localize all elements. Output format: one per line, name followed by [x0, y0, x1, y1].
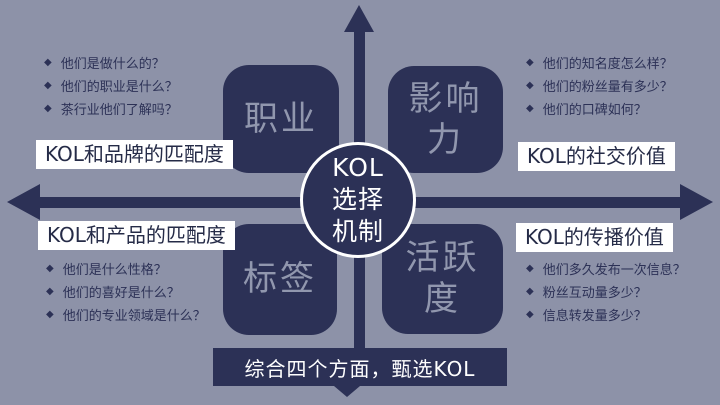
bullet-list-top-left: ◆ 他们是做什么的？ ◆ 他们的职业是什么？ ◆ 茶行业他们了解吗？ — [44, 51, 178, 120]
diamond-bullet-icon: ◆ — [44, 80, 52, 91]
bullet-item: ◆ 他们多久发布一次信息？ — [526, 257, 686, 280]
tile-influence-label-2: 力 — [427, 119, 464, 160]
tile-activity: 活跃 度 — [382, 224, 503, 334]
diamond-bullet-icon: ◆ — [526, 80, 534, 91]
bullet-item: ◆ 信息转发量多少？ — [526, 303, 686, 326]
center-title-line-1: KOL — [332, 153, 384, 182]
bullet-list-bottom-left: ◆ 他们是什么性格？ ◆ 他们的喜好是什么？ ◆ 他们的专业领域是什么？ — [46, 257, 206, 326]
diamond-bullet-icon: ◆ — [46, 309, 54, 320]
arrow-right-icon — [680, 184, 713, 220]
bullet-text: 他们的职业是什么？ — [60, 80, 178, 95]
bullet-item: ◆ 茶行业他们了解吗？ — [44, 97, 178, 120]
bullet-text: 他们的知名度怎么样？ — [542, 57, 673, 72]
diamond-bullet-icon: ◆ — [526, 57, 534, 68]
tile-activity-label: 活跃 — [405, 238, 480, 278]
footer-banner: 综合四个方面，甄选KOL — [213, 348, 507, 386]
bullet-item: ◆ 粉丝互动量多少？ — [526, 280, 686, 303]
tile-influence: 影响 力 — [388, 66, 503, 173]
diamond-bullet-icon: ◆ — [44, 103, 52, 114]
bullet-text: 信息转发量多少？ — [542, 309, 647, 324]
tile-occupation: 职业 — [223, 65, 339, 173]
bullet-text: 他们是做什么的？ — [60, 57, 165, 72]
diamond-bullet-icon: ◆ — [526, 286, 534, 297]
diamond-bullet-icon: ◆ — [44, 57, 52, 68]
bullet-item: ◆ 他们的专业领域是什么？ — [46, 303, 206, 326]
label-box-brand-match: KOL和品牌的匹配度 — [36, 140, 233, 169]
bullet-text: 粉丝互动量多少？ — [542, 286, 647, 301]
arrow-up-icon — [344, 5, 374, 32]
diamond-bullet-icon: ◆ — [526, 309, 534, 320]
bullet-item: ◆ 他们的喜好是什么？ — [46, 280, 206, 303]
bullet-text: 他们的口碑如何？ — [542, 103, 647, 118]
bullet-list-top-right: ◆ 他们的知名度怎么样？ ◆ 他们的粉丝量有多少？ ◆ 他们的口碑如何？ — [526, 51, 673, 120]
tile-influence-label: 影响 — [408, 78, 483, 119]
diamond-bullet-icon: ◆ — [526, 263, 534, 274]
diamond-bullet-icon: ◆ — [526, 103, 534, 114]
center-title-line-3: 机制 — [331, 217, 384, 246]
bullet-text: 茶行业他们了解吗？ — [60, 103, 178, 118]
bullet-list-bottom-right: ◆ 他们多久发布一次信息？ ◆ 粉丝互动量多少？ ◆ 信息转发量多少？ — [526, 257, 686, 326]
footer-banner-pointer — [334, 386, 360, 397]
bullet-text: 他们的喜好是什么？ — [62, 286, 180, 301]
bullet-text: 他们多久发布一次信息？ — [542, 263, 686, 278]
bullet-item: ◆ 他们是什么性格？ — [46, 257, 206, 280]
label-box-spread-value: KOL的传播价值 — [516, 223, 673, 252]
bullet-item: ◆ 他们的粉丝量有多少？ — [526, 74, 673, 97]
diamond-bullet-icon: ◆ — [46, 263, 54, 274]
bullet-text: 他们的粉丝量有多少？ — [542, 80, 673, 95]
center-circle: KOL 选择 机制 — [300, 142, 416, 258]
label-box-social-value: KOL的社交价值 — [518, 142, 675, 171]
tile-activity-label-2: 度 — [424, 279, 461, 319]
bullet-item: ◆ 他们的知名度怎么样？ — [526, 51, 673, 74]
bullet-item: ◆ 他们是做什么的？ — [44, 51, 178, 74]
bullet-item: ◆ 他们的口碑如何？ — [526, 97, 673, 120]
bullet-item: ◆ 他们的职业是什么？ — [44, 74, 178, 97]
bullet-text: 他们的专业领域是什么？ — [62, 309, 206, 324]
tile-occupation-label: 职业 — [244, 98, 318, 139]
tile-tags-label: 标签 — [243, 259, 317, 299]
arrow-left-icon — [7, 184, 40, 220]
label-box-product-match: KOL和产品的匹配度 — [38, 221, 235, 250]
diamond-bullet-icon: ◆ — [46, 286, 54, 297]
bullet-text: 他们是什么性格？ — [62, 263, 167, 278]
center-title-line-2: 选择 — [331, 185, 384, 214]
